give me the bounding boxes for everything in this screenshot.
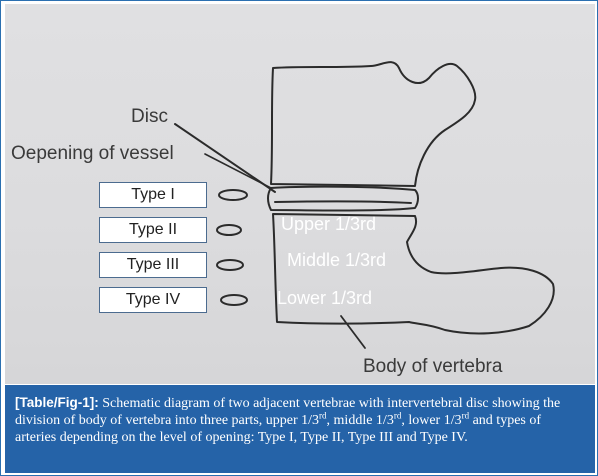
opening-type-2	[216, 224, 242, 236]
upper-third-label: Upper 1/3rd	[281, 214, 377, 234]
lower-vertebra-outline	[272, 213, 555, 335]
body-pointer	[340, 315, 366, 349]
caption-sup-3: rd	[461, 410, 470, 421]
caption-sup-1: rd	[319, 410, 327, 421]
vertebra-sketch: Disc Oepening of vessel Type I Type II T…	[5, 4, 595, 384]
lower-third-label: Lower 1/3rd	[277, 288, 373, 308]
caption-tag: [Table/Fig-1]:	[15, 395, 99, 410]
vessel-pointer	[204, 153, 272, 189]
figure-caption: [Table/Fig-1]: Schematic diagram of two …	[5, 385, 595, 473]
disc-outline	[267, 185, 419, 212]
caption-text-2: , middle 1/3	[326, 413, 394, 428]
type-4-box: Type IV	[99, 287, 207, 313]
opening-type-1	[218, 189, 248, 201]
upper-vertebra-outline	[270, 61, 477, 187]
vertebra-drawing	[174, 61, 555, 349]
opening-type-3	[216, 259, 244, 271]
body-vertebra-label: Body of vertebra	[363, 356, 503, 377]
type-2-box: Type II	[99, 217, 207, 243]
type-1-box: Type I	[99, 182, 207, 208]
middle-third-label: Middle 1/3rd	[287, 250, 387, 270]
opening-type-4	[220, 294, 248, 306]
caption-text-4: and types of arteries depending on the l…	[15, 413, 542, 445]
disc-label: Disc	[131, 106, 168, 127]
opening-vessel-label: Oepening of vessel	[11, 143, 174, 164]
caption-sup-2: rd	[393, 410, 402, 421]
caption-text-3: , lower 1/3	[401, 413, 462, 428]
caption-text-1: Schematic diagram of two adjacent verteb…	[15, 396, 561, 428]
type-3-box: Type III	[99, 252, 207, 278]
